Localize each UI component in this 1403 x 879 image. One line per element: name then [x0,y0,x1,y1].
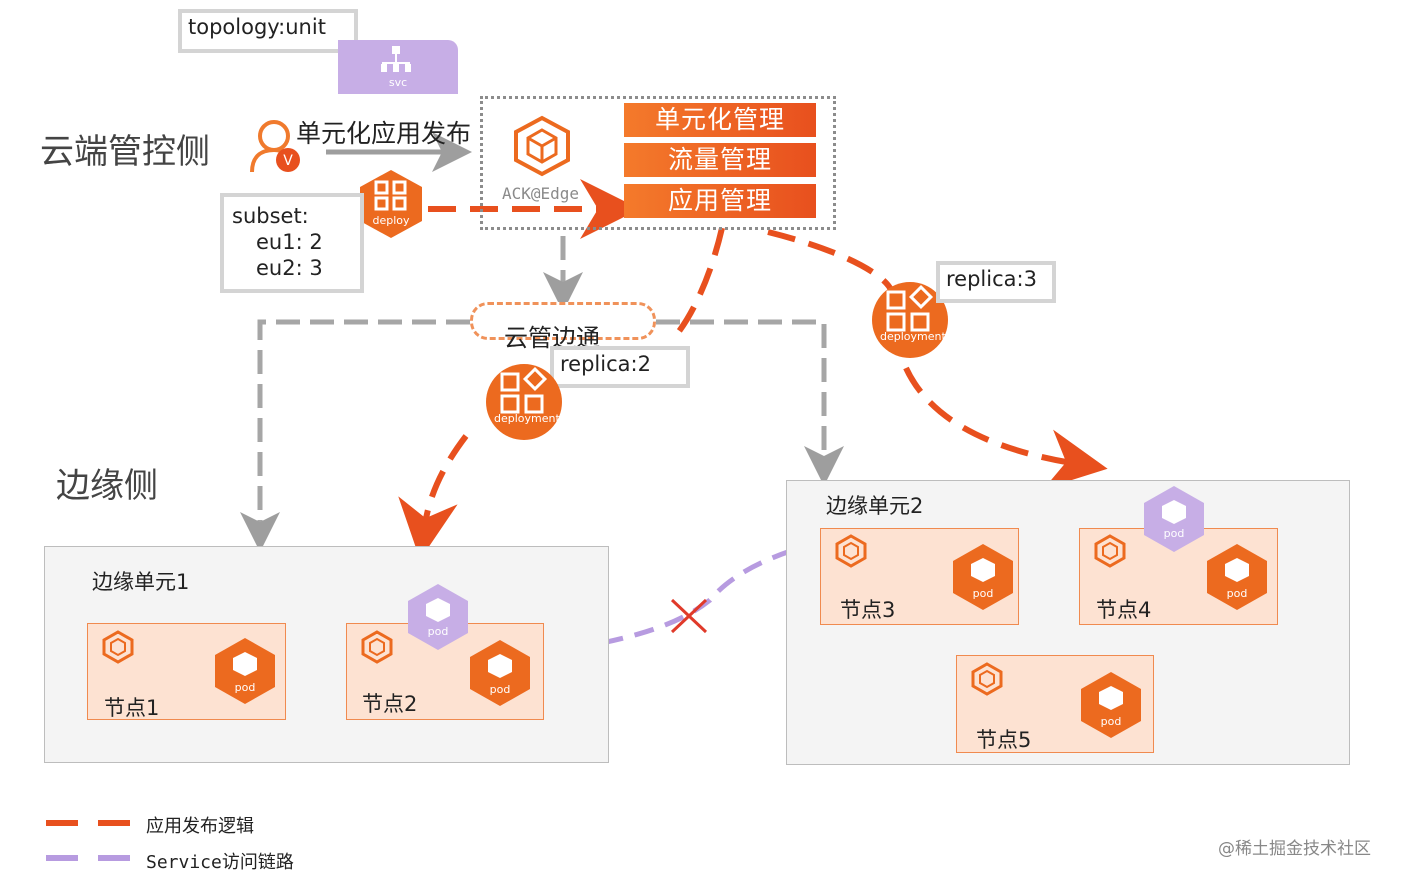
tunnel-pill [470,302,656,340]
pod-node-2-text: pod [489,683,511,696]
pod-node-4-text: pod [1226,587,1248,600]
pod-node-1-text: pod [234,681,256,694]
publish-logic-lines [398,179,1108,560]
mgmt-traffic: 流量管理 [624,143,816,177]
svc-icon [381,46,411,72]
node-3-label: 节点3 [840,598,896,622]
deployment-left-text: deployment [494,412,560,425]
node-4-label: 节点4 [1096,598,1152,622]
ack-cube-icon [514,115,570,177]
legend-publish: 应用发布逻辑 [146,816,254,837]
tunnel-connectors [240,236,844,552]
replica-left-text: replica:2 [560,352,651,376]
replica-right-text: replica:3 [946,267,1037,291]
node-2-label: 节点2 [362,692,418,716]
pod-node-2-icon [470,640,530,706]
cloud-side-title: 云端管控侧 [40,132,210,172]
pod-node-1-icon [215,638,275,704]
node-5-label: 节点5 [976,728,1032,752]
subset-line-3: eu2: 3 [256,256,323,280]
service-pod-unit-2-text: pod [1163,527,1185,540]
watermark: @稀土掘金技术社区 [1218,839,1371,859]
deploy-hexagon-icon [360,170,422,238]
deploy-text: deploy [372,214,410,227]
node-3-cube-icon [835,534,867,568]
deployment-left-icon [486,364,562,440]
user-icon: V [250,120,300,173]
service-pod-unit-2-icon [1144,486,1204,552]
pod-node-3-text: pod [972,587,994,600]
legend-swatches [46,820,130,861]
svc-tab: svc [338,40,458,94]
subset-line-1: subset: [232,204,309,228]
svc-text: svc [388,76,408,89]
deployment-right-icon [872,282,948,358]
node-1-cube-icon [102,630,134,664]
topology-label: topology:unit [178,9,358,53]
mgmt-app: 应用管理 [624,184,816,218]
ack-edge-box [480,96,836,230]
ack-label: ACK@Edge [502,184,580,203]
node-5-cube-icon [971,662,1003,696]
edge-unit-2-label: 边缘单元2 [826,494,924,518]
subset-line-2: eu1: 2 [256,230,323,254]
node-1-label: 节点1 [104,696,160,720]
node-2-cube-icon [361,630,393,664]
service-pod-unit-1-icon [408,584,468,650]
replica-right-box: replica:3 [936,261,1056,303]
edge-unit-1-label: 边缘单元1 [92,570,190,594]
legend-service: Service访问链路 [146,852,294,873]
blocked-link-cross [670,598,708,634]
svg-text:V: V [283,153,293,169]
pod-node-3-icon [953,544,1013,610]
subset-box: subset: eu1: 2 eu2: 3 [220,193,364,293]
node-4-cube-icon [1094,534,1126,568]
service-pod-unit-1-text: pod [427,625,449,638]
deployment-right-text: deployment [880,330,946,343]
replica-left-box: replica:2 [550,346,690,388]
edge-side-title: 边缘侧 [56,466,158,506]
pod-node-4-icon [1207,544,1267,610]
publish-label: 单元化应用发布 [296,119,472,148]
pod-node-5-text: pod [1100,715,1122,728]
mgmt-unit: 单元化管理 [624,103,816,137]
pod-node-5-icon [1081,672,1141,738]
topology-text: topology:unit [188,15,326,39]
